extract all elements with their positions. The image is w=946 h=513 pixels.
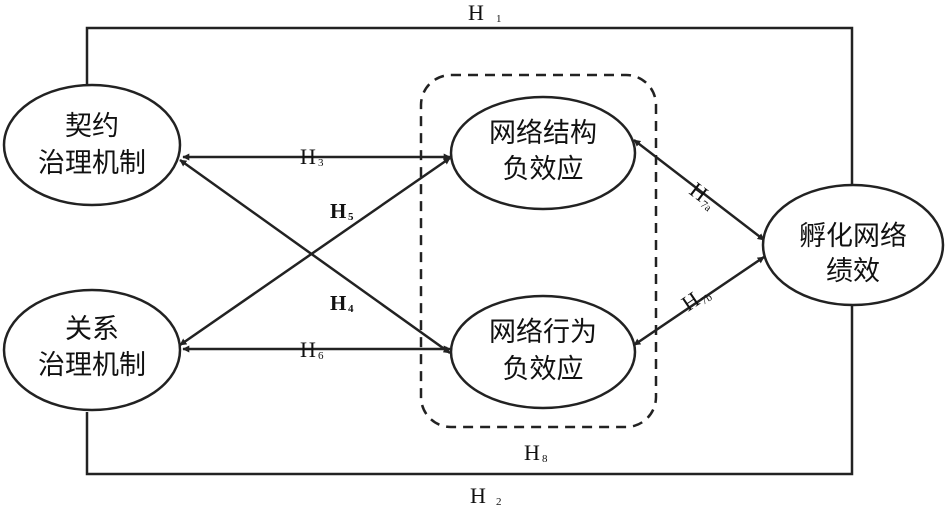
h1-label: H [468,0,484,25]
relation-line1: 关系 [65,314,119,345]
h1-sub: 1 [496,13,502,25]
performance-line1: 孵化网络 [799,221,907,252]
h2-sub: 2 [496,496,502,508]
h5-sub: 5 [348,211,354,223]
node-structure-negative-effect [449,95,637,211]
h4-label: H [330,291,346,315]
h4-arrow [179,158,451,355]
performance-line2: 绩效 [826,256,880,287]
h6-sub: 6 [318,350,324,362]
h5-arrow [179,156,451,347]
contract-line2: 治理机制 [38,148,146,179]
h3-sub: 3 [318,157,324,169]
h8-label: H [524,440,540,465]
h7a-arrow [633,139,765,241]
h8-sub: 8 [542,453,548,465]
h6-label: H [300,337,316,362]
relation-line2: 治理机制 [38,350,146,381]
node-incubation-network-performance [761,183,945,307]
h5-label: H [330,199,346,223]
node-contract-governance [2,83,182,207]
h1-connector [85,26,854,185]
contract-line1: 契约 [65,111,119,142]
behavior-line1: 网络行为 [489,317,597,348]
node-relational-governance [2,288,182,412]
h2-connector [85,304,854,476]
h7b-arrow [633,255,765,347]
h4-sub: 4 [348,303,354,315]
mediator-group-box [419,73,658,429]
structure-line1: 网络结构 [489,118,597,149]
behavior-line2: 负效应 [503,354,584,385]
node-behavior-negative-effect [449,294,637,410]
h2-label: H [470,483,486,508]
h3-label: H [300,144,316,169]
structure-line2: 负效应 [503,154,584,185]
